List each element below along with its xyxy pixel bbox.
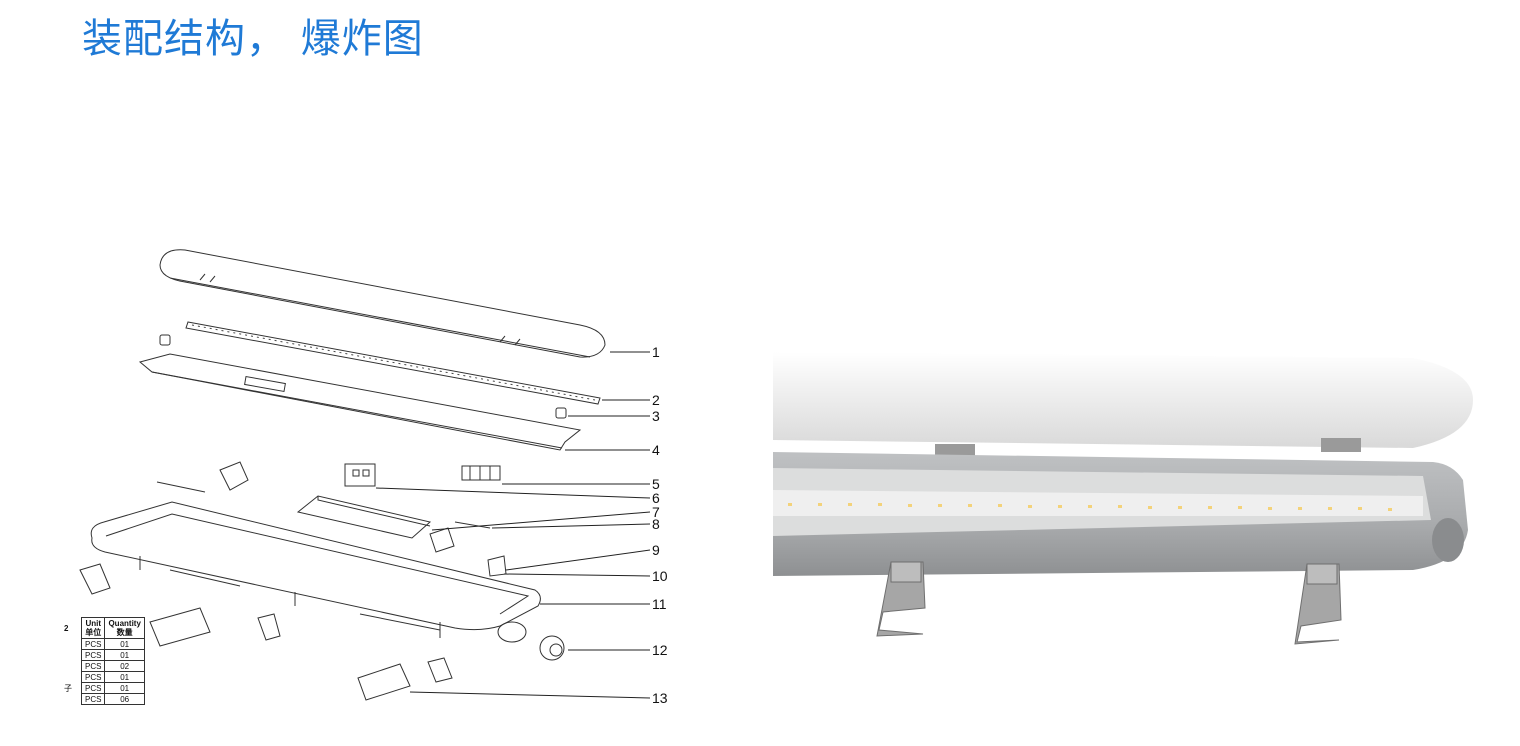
- cable-gland-part: [539, 635, 565, 661]
- bom-row-index: 子: [64, 682, 82, 694]
- bom-row-index: [64, 660, 82, 672]
- bom-row-unit: PCS: [80, 693, 106, 705]
- bom-header-row: 2 Unit 单位 Quantity 数量: [64, 617, 145, 639]
- housing-photo: [773, 452, 1468, 576]
- gear-tray-part: [138, 353, 582, 451]
- callout-8: 8: [652, 516, 660, 532]
- bom-row-unit: PCS: [80, 682, 106, 694]
- callout-10: 10: [652, 568, 668, 584]
- callout-13: 13: [652, 690, 668, 706]
- end-gland-photo: [1432, 518, 1464, 562]
- callout-6: 6: [652, 490, 660, 506]
- bom-row-qty: 01: [104, 671, 145, 683]
- callout-11: 11: [652, 596, 667, 612]
- bom-row-unit: PCS: [80, 638, 106, 650]
- mounting-clip-part: [219, 461, 507, 577]
- hinge-right: [1321, 438, 1361, 452]
- hinge-left: [935, 444, 975, 458]
- bom-row-qty: 01: [104, 649, 145, 661]
- callout-12: 12: [652, 642, 668, 658]
- bom-row-unit: PCS: [80, 671, 106, 683]
- bom-row-qty: 02: [104, 660, 145, 672]
- callout-9: 9: [652, 542, 660, 558]
- housing-part: [90, 501, 541, 643]
- bom-row-unit: PCS: [80, 649, 106, 661]
- bom-row-qty: 06: [104, 693, 145, 705]
- bom-header-index: 2: [64, 617, 82, 639]
- callout-7: 7: [652, 504, 660, 520]
- diffuser-cover-photo: [773, 352, 1473, 448]
- bom-header-qty-en: Quantity: [108, 619, 141, 628]
- bom-row-qty: 01: [104, 682, 145, 694]
- callout-5: 5: [652, 476, 660, 492]
- bom-row-index: [64, 693, 82, 705]
- wire-part: [156, 481, 491, 529]
- page-title: 装配结构， 爆炸图: [82, 16, 424, 62]
- mounting-clips-photo: [876, 561, 1342, 645]
- led-strip-part: [185, 321, 601, 405]
- callout-3: 3: [652, 408, 660, 424]
- bom-header-qty-cn: 数量: [116, 628, 133, 637]
- led-row-photo: [788, 503, 1392, 511]
- bom-row-unit: PCS: [80, 660, 106, 672]
- callout-2: 2: [652, 392, 660, 408]
- bom-header-unit-en: Unit: [85, 619, 101, 628]
- bom-row-index: [64, 638, 82, 650]
- exploded-view-diagram: [79, 249, 651, 701]
- driver-clip-part: [344, 463, 376, 487]
- end-cap-part: [159, 334, 567, 419]
- bom-row-index: [64, 649, 82, 661]
- bom-row-index: [64, 671, 82, 683]
- product-photo: [773, 352, 1473, 645]
- bracket-part: [79, 563, 453, 701]
- callout-4: 4: [652, 442, 660, 458]
- bom-row-qty: 01: [104, 638, 145, 650]
- bom-header-unit-cn: 单位: [85, 628, 102, 637]
- callout-1: 1: [652, 344, 660, 360]
- bom-header-qty: Quantity 数量: [104, 617, 145, 639]
- driver-part: [296, 495, 432, 539]
- bom-header-unit: Unit 单位: [80, 617, 106, 639]
- terminal-block-part: [461, 465, 501, 481]
- diffuser-cover-part: [159, 249, 606, 358]
